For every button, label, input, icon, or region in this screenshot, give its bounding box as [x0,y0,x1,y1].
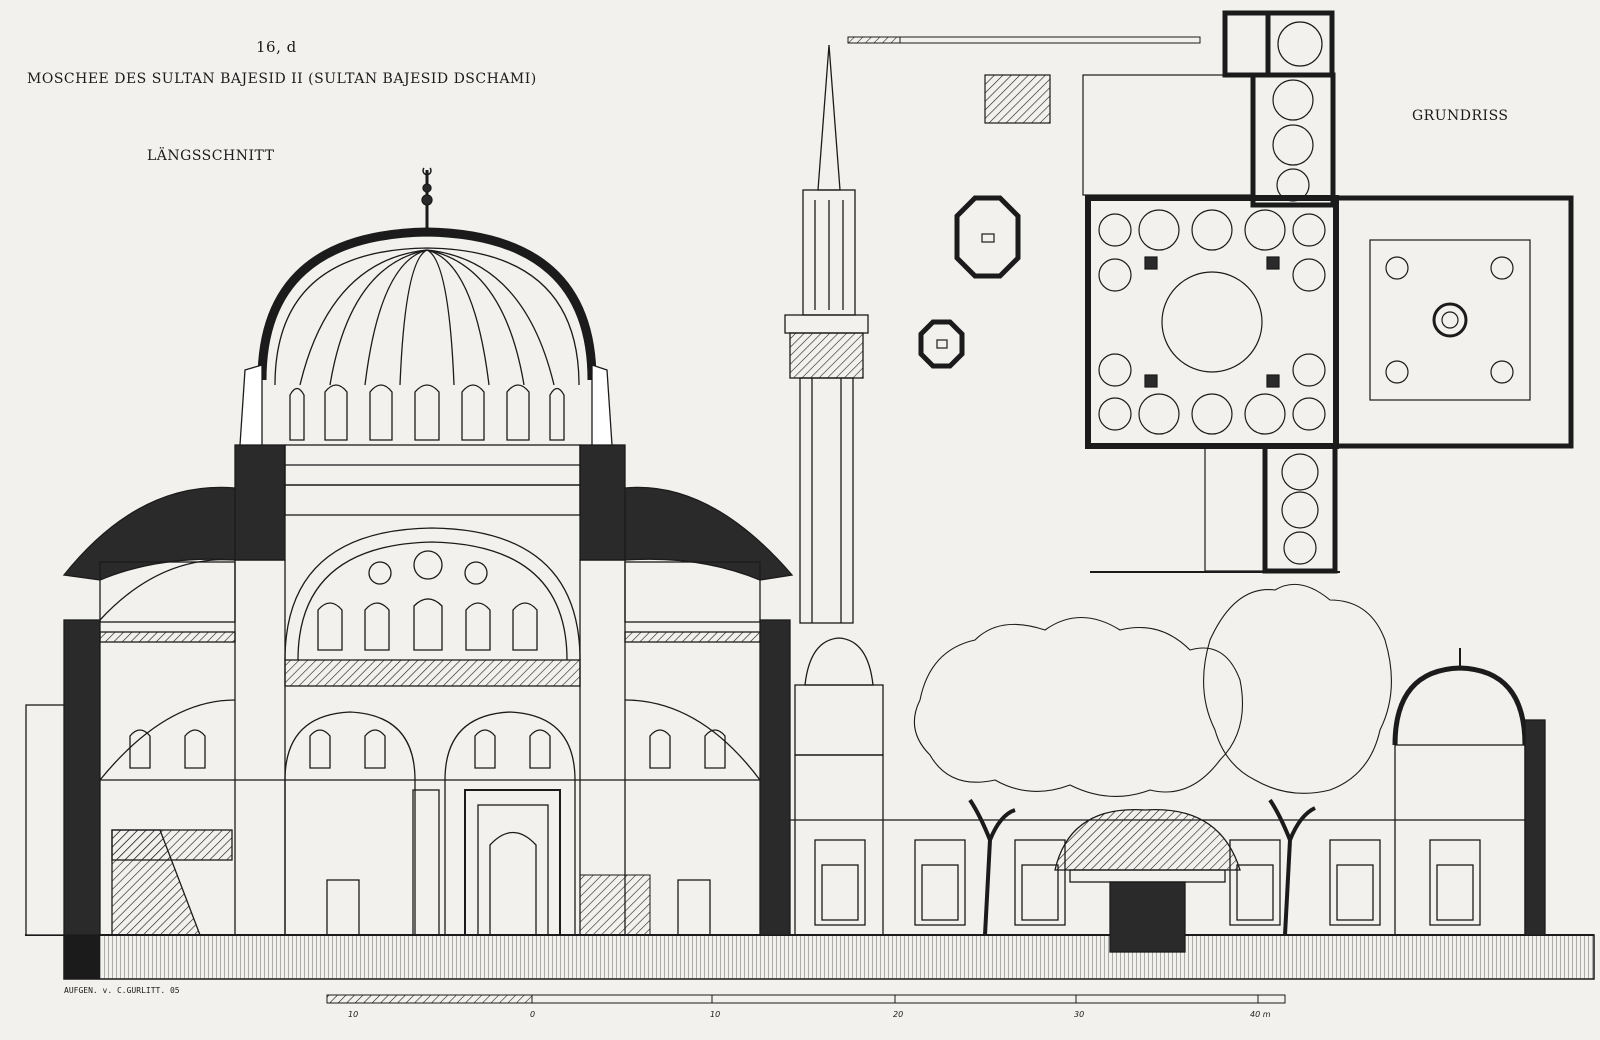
plan-title: GRUNDRISS [1412,108,1509,124]
section-scale-bar [326,994,1286,1004]
scale-tick-label: 30 [1074,1010,1085,1019]
tympanum-windows [317,598,538,651]
plan-scale-bar [847,36,1201,44]
author-credit: AUFGEN. v. C.GURLITT. 05 [64,986,180,995]
drum-windows [289,384,565,441]
section-title: LÄNGSSCHNITT [147,148,275,164]
scale-tick-label: 10 [710,1010,721,1019]
scale-tick-label: 0 [530,1010,536,1019]
ground-plan [918,10,1574,574]
minaret [784,44,869,624]
scale-tick-label: 10 [348,1010,359,1019]
plate-number: 16, d [256,38,297,56]
courtyard-portico [790,637,1546,953]
mosque-section [25,167,794,936]
plate-title: MOSCHEE DES SULTAN BAJESID II (SULTAN BA… [27,71,537,87]
ground-plinth [25,934,1595,980]
scale-tick-label: 20 [893,1010,904,1019]
portico-bays [814,839,1481,926]
scale-tick-label: 40 m [1250,1010,1271,1019]
courtyard-trees [913,583,1392,936]
lower-windows [129,729,726,769]
